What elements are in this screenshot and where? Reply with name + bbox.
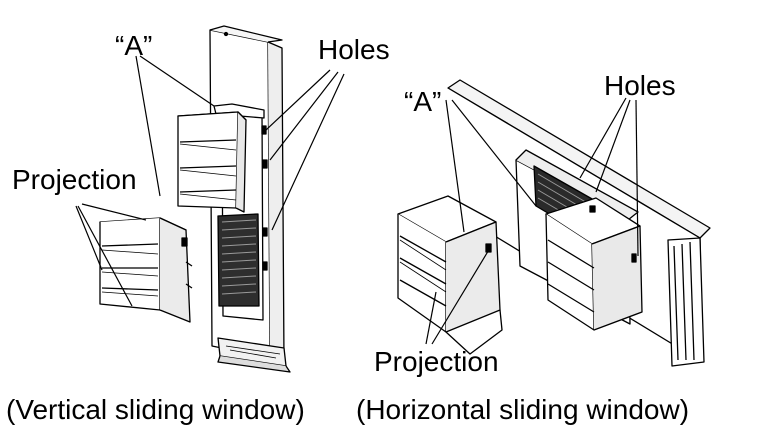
label-holes-horizontal: Holes [604,70,676,101]
label-a-horizontal: “A” [404,86,442,117]
vertical-hood-projection [99,217,193,323]
caption-horizontal-window: (Horizontal sliding window) [356,394,690,425]
label-projection-horizontal: Projection [374,346,499,377]
label-a-vertical: “A” [115,30,153,61]
vertical-grille-mesh [217,213,260,307]
vertical-leader-lines [75,55,345,307]
label-holes-vertical: Holes [318,34,390,65]
horizontal-hood-projection [397,195,503,355]
horizontal-window-panel [447,79,711,367]
caption-vertical-window: (Vertical sliding window) [6,394,305,425]
label-projection-vertical: Projection [12,164,137,195]
horizontal-leader-lines [425,97,639,345]
vertical-hood-a [177,111,247,213]
